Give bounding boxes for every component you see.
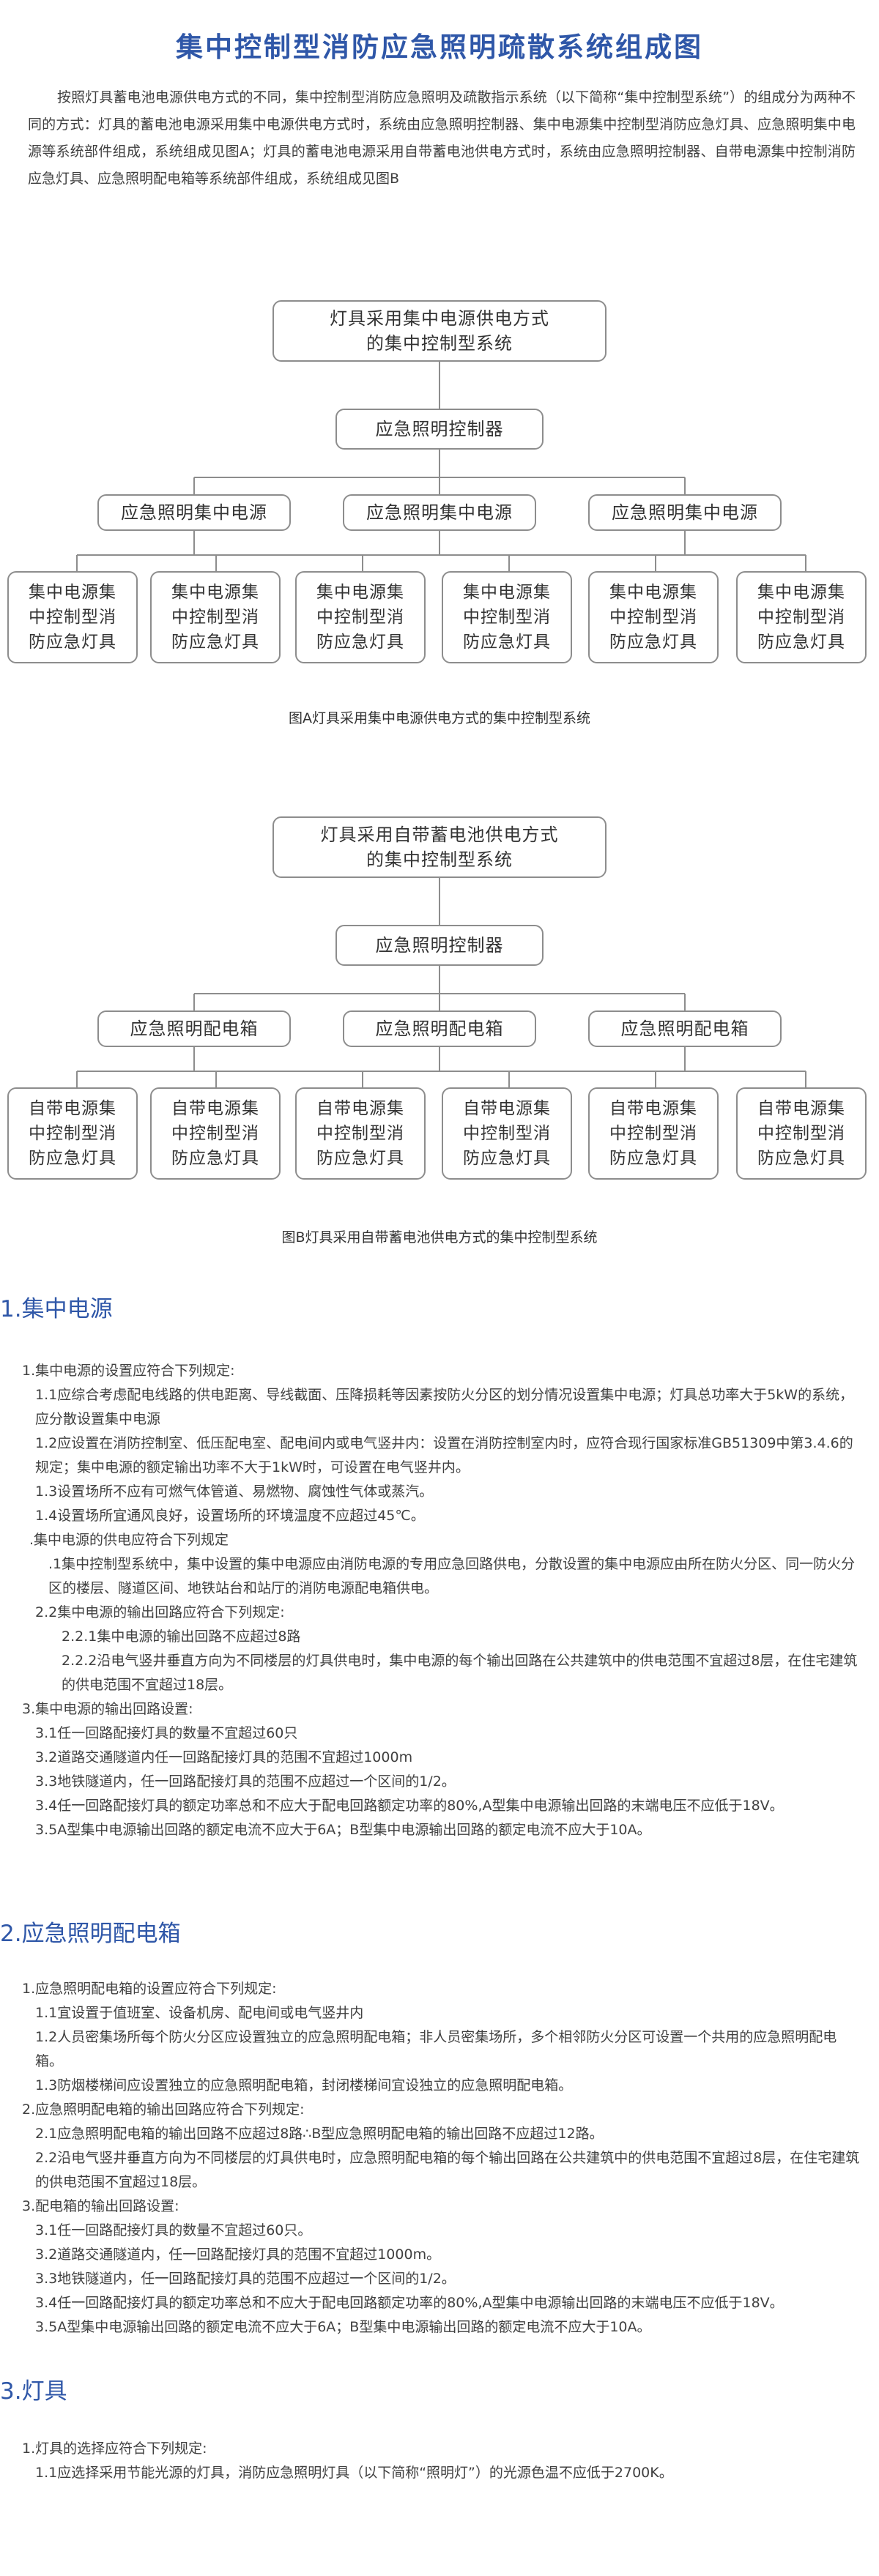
page-title: 集中控制型消防应急照明疏散系统组成图	[176, 31, 703, 63]
intro-paragraph: 按照灯具蓄电池电源供电方式的不同，集中控制型消防应急照明及疏散指示系统（以下简称…	[28, 89, 856, 187]
section-2-line: 3.5A型集中电源输出回路的额定电流不应大于6A；B型集中电源输出回路的额定电流…	[35, 2319, 651, 2335]
diagram-a-caption: 图A灯具采用集中电源供电方式的集中控制型系统	[289, 710, 590, 726]
section-2-line: 2.1应急照明配电箱的输出回路不应超过8路∴B型应急照明配电箱的输出回路不应超过…	[35, 2126, 604, 2142]
section-1-line: 2.2集中电源的输出回路应符合下列规定:	[35, 1604, 285, 1620]
root-line-2: 的集中控制型系统	[366, 849, 513, 870]
section-2-line: 1.3防烟楼梯间应设置独立的应急照明配电箱，封闭楼梯间宜设独立的应急照明配电箱。	[35, 2077, 573, 2093]
section-3-title: 3.灯具	[0, 2378, 67, 2405]
controller-node: 应急照明控制器	[335, 409, 544, 450]
lamp-node: 自带电源集中控制型消防应急灯具	[588, 1087, 719, 1180]
lamp-node: 集中电源集中控制型消防应急灯具	[7, 571, 138, 663]
section-3-body: 1.灯具的选择应符合下列规定: 1.1应选择采用节能光源的灯具，消防应急照明灯具…	[22, 2437, 861, 2485]
group-node: 应急照明配电箱	[588, 1010, 782, 1047]
section-3-line: 1.1应选择采用节能光源的灯具，消防应急照明灯具（以下简称“照明灯”）的光源色温…	[35, 2465, 673, 2481]
section-1-line: 3.4任一回路配接灯具的额定功率总和不应大于配电回路额定功率的80%,A型集中电…	[35, 1798, 784, 1814]
section-2-line: 3.1任一回路配接灯具的数量不宜超过60只。	[35, 2222, 312, 2238]
section-2-line: 2.2沿电气竖井垂直方向为不同楼层的灯具供电时，应急照明配电箱的每个输出回路在公…	[35, 2150, 860, 2190]
section-2-line: 3.3地铁隧道内，任一回路配接灯具的范围不应超过一个区间的1/2。	[35, 2271, 456, 2287]
section-1-line: 2.2.2沿电气竖井垂直方向为不同楼层的灯具供电时，集中电源的每个输出回路在公共…	[62, 1653, 858, 1693]
section-1-line: 1.3设置场所不应有可燃气体管道、易燃物、腐蚀性气体或蒸汽。	[35, 1484, 434, 1500]
section-2-line: 1.1宜设置于值班室、设备机房、配电间或电气竖井内	[35, 2005, 364, 2021]
lamp-node: 集中电源集中控制型消防应急灯具	[736, 571, 867, 663]
group-node: 应急照明配电箱	[343, 1010, 536, 1047]
section-1-line: 3.2道路交通隧道内任一回路配接灯具的范围不宜超过1000m	[35, 1749, 413, 1765]
section-2-line: 2.应急照明配电箱的输出回路应符合下列规定:	[22, 2102, 305, 2118]
group-node: 应急照明配电箱	[97, 1010, 291, 1047]
root-node: 灯具采用集中电源供电方式的集中控制型系统	[272, 300, 607, 362]
root-node: 灯具采用自带蓄电池供电方式的集中控制型系统	[272, 816, 607, 878]
section-2-line: 3.配电箱的输出回路设置:	[22, 2198, 179, 2214]
section-2-line: 1.2人员密集场所每个防火分区应设置独立的应急照明配电箱；非人员密集场所，多个相…	[35, 2029, 837, 2069]
lamp-node: 自带电源集中控制型消防应急灯具	[7, 1087, 138, 1180]
section-2-line: 3.4任一回路配接灯具的额定功率总和不应大于配电回路额定功率的80%,A型集中电…	[35, 2295, 784, 2311]
section-1-line: 3.3地铁隧道内，任一回路配接灯具的范围不应超过一个区间的1/2。	[35, 1773, 456, 1790]
lamp-node: 集中电源集中控制型消防应急灯具	[588, 571, 719, 663]
section-2-title: 2.应急照明配电箱	[0, 1921, 181, 1947]
root-line-1: 灯具采用集中电源供电方式	[330, 308, 549, 329]
section-1-line: .集中电源的供电应符合下列规定	[29, 1532, 229, 1548]
section-2-line: 3.2道路交通隧道内，任一回路配接灯具的范围不宜超过1000m。	[35, 2246, 441, 2263]
lamp-node: 自带电源集中控制型消防应急灯具	[736, 1087, 867, 1180]
lamp-node: 集中电源集中控制型消防应急灯具	[295, 571, 426, 663]
section-1-title: 1.集中电源	[0, 1296, 113, 1322]
section-1-line: 3.1任一回路配接灯具的数量不宜超过60只	[35, 1725, 298, 1741]
lamp-node: 自带电源集中控制型消防应急灯具	[150, 1087, 281, 1180]
section-1-line: 3.集中电源的输出回路设置:	[22, 1701, 193, 1717]
diagram-a: 灯具采用集中电源供电方式的集中控制型系统 应急照明控制器 应急照明集中电源 应急…	[0, 300, 879, 754]
section-1-line: 3.5A型集中电源输出回路的额定电流不应大于6A；B型集中电源输出回路的额定电流…	[35, 1822, 651, 1838]
lamp-node: 集中电源集中控制型消防应急灯具	[442, 571, 572, 663]
diagram-b-caption: 图B灯具采用自带蓄电池供电方式的集中控制型系统	[281, 1229, 598, 1246]
section-1-line: 1.1应综合考虑配电线路的供电距离、导线截面、压降损耗等因素按防火分区的划分情况…	[35, 1387, 854, 1427]
lamp-node: 集中电源集中控制型消防应急灯具	[150, 571, 281, 663]
section-3-line: 1.灯具的选择应符合下列规定:	[22, 2441, 207, 2457]
root-line-1: 灯具采用自带蓄电池供电方式	[320, 824, 559, 845]
section-1-line: 1.2应设置在消防控制室、低压配电室、配电间内或电气竖井内：设置在消防控制室内时…	[35, 1435, 853, 1475]
section-2-body: 1.应急照明配电箱的设置应符合下列规定: 1.1宜设置于值班室、设备机房、配电间…	[22, 1977, 861, 2339]
section-2-line: 1.应急照明配电箱的设置应符合下列规定:	[22, 1981, 277, 1997]
lamp-node: 自带电源集中控制型消防应急灯具	[442, 1087, 572, 1180]
controller-node: 应急照明控制器	[335, 925, 544, 966]
section-1-line: .1集中控制型系统中，集中设置的集中电源应由消防电源的专用应急回路供电，分散设置…	[48, 1556, 856, 1596]
group-node: 应急照明集中电源	[97, 494, 291, 531]
root-line-2: 的集中控制型系统	[366, 333, 513, 354]
section-1-line: 1.4设置场所宜通风良好，设置场所的环境温度不应超过45℃。	[35, 1508, 425, 1524]
lamp-node: 自带电源集中控制型消防应急灯具	[295, 1087, 426, 1180]
diagram-b: 灯具采用自带蓄电池供电方式的集中控制型系统 应急照明控制器 应急照明配电箱 应急…	[0, 816, 879, 1270]
group-node: 应急照明集中电源	[588, 494, 782, 531]
group-node: 应急照明集中电源	[343, 494, 536, 531]
section-1-line: 2.2.1集中电源的输出回路不应超过8路	[62, 1628, 301, 1645]
section-1-body: 1.集中电源的设置应符合下列规定: 1.1应综合考虑配电线路的供电距离、导线截面…	[22, 1359, 861, 1842]
diagram-b-connectors	[76, 878, 806, 1087]
section-1-line: 1.集中电源的设置应符合下列规定:	[22, 1363, 235, 1379]
diagram-a-connectors	[76, 362, 806, 571]
